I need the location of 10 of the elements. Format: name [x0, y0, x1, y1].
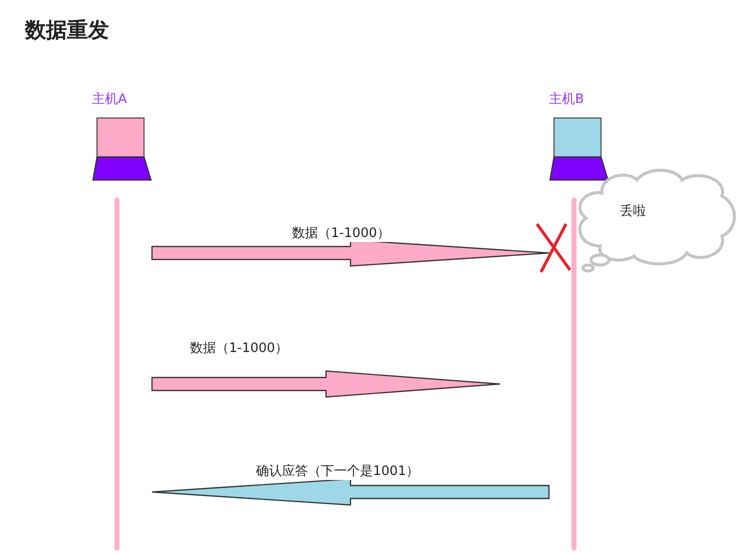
- edge-label: 数据（1-1000）: [290, 224, 392, 242]
- host-label: 主机B: [549, 91, 584, 108]
- title: 数据重发: [25, 17, 109, 44]
- arrow: [151, 370, 501, 398]
- arrow: [151, 239, 550, 267]
- host-column: [549, 90, 609, 550]
- host-label: 主机A: [92, 91, 127, 108]
- host-column: [92, 90, 152, 550]
- arrow: [151, 478, 550, 506]
- cloud-text: 丢啦: [620, 203, 646, 220]
